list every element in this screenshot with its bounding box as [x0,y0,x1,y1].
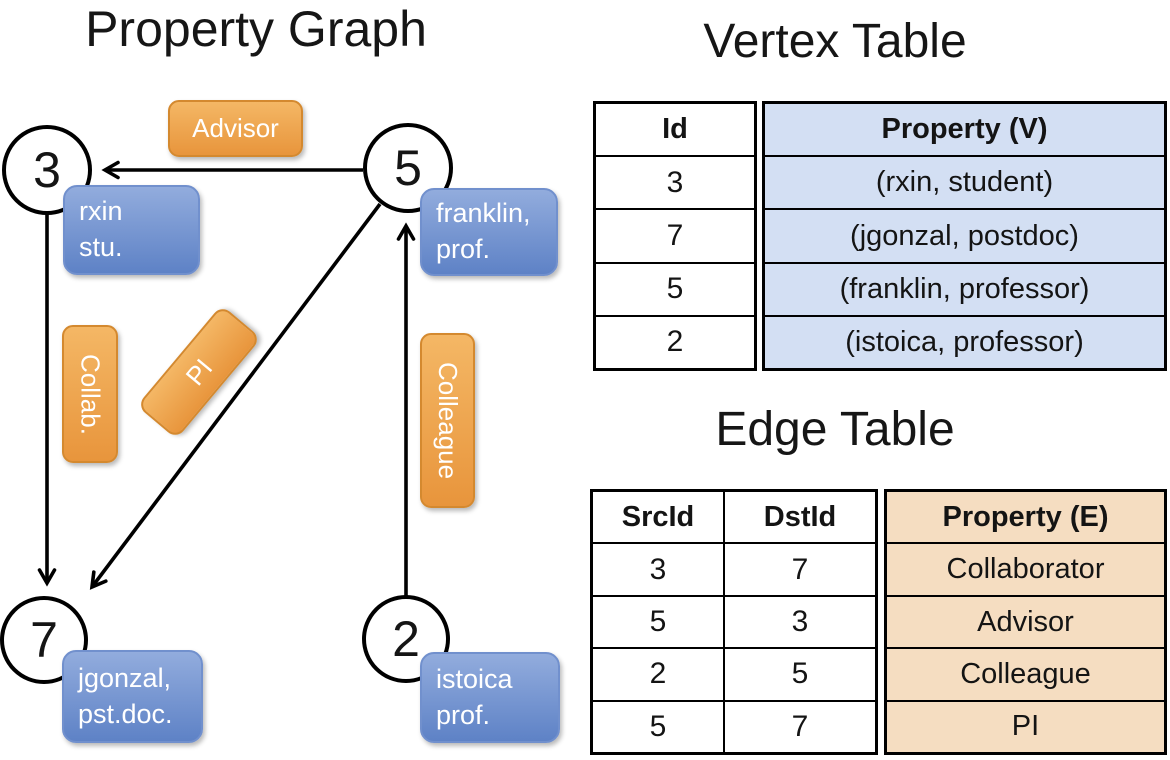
table-cell: PI [887,701,1164,753]
vertex-table: Id 3 7 5 2 Property (V) (rxin, student) … [593,101,1167,371]
table-cell: Advisor [887,596,1164,650]
edge-table-property-column: Property (E) Collaborator Advisor Collea… [884,489,1167,755]
vertex-label-line: pst.doc. [78,698,173,729]
column-header: DstId [725,492,875,545]
graph-edges-layer [37,160,416,596]
tables-pane: Vertex Table Id 3 7 5 2 Property (V) (rx… [580,0,1170,760]
table-cell: 2 [666,325,684,359]
vertex-label-line: jgonzal, [78,662,172,693]
vertex-id: 5 [394,140,422,196]
vertex-label-7: jgonzal, pst.doc. [62,650,203,743]
vertex-label-line: istoica [436,663,513,694]
vertex-label-line: rxin [79,196,123,227]
table-cell: 5 [725,649,875,702]
column-header: SrcId [593,492,723,545]
table-cell: (franklin, professor) [765,263,1164,317]
edge-table-title: Edge Table [715,403,955,456]
vertex-label-line: franklin, [436,198,531,229]
table-cell: 5 [593,597,723,650]
table-cell: Collaborator [887,544,1164,597]
table-cell: 3 [596,157,754,211]
column-header: Property (E) [887,492,1164,545]
table-cell: (istoica, professor) [765,316,1164,369]
vertex-id: 2 [392,611,420,667]
vertex-label-line: prof. [436,234,491,264]
table-cell: 5 [649,709,667,743]
column-header: Id [596,104,754,158]
vertex-label-2: istoica prof. [420,652,560,743]
edge-table-dst-column: DstId 7 3 5 7 [723,492,875,752]
edge-label-collab: Collab. [62,325,118,463]
table-cell: 7 [596,210,754,264]
table-cell: 3 [593,544,723,597]
edge-table-src-column: SrcId 3 5 2 5 [593,492,723,752]
edge-label-colleague: Colleague [420,333,475,508]
vertex-label-line: stu. [79,232,123,262]
arrow-5-to-7 [89,202,382,590]
vertex-label-line: prof. [436,699,491,730]
property-graph-diagram: Property Graph 3 5 7 2 Advisor Col [0,0,580,760]
vertex-table-id-column: Id 3 7 5 2 [593,101,757,371]
table-cell: 3 [725,597,875,650]
graph-title: Property Graph [85,1,427,57]
table-cell: 7 [791,709,809,743]
vertex-label-5: franklin, prof. [420,188,558,276]
table-cell: Colleague [887,649,1164,702]
edge-table: SrcId 3 5 2 5 DstId 7 3 5 7 Property (E)… [590,489,1167,755]
table-cell: 5 [596,264,754,317]
table-cell: 7 [725,544,875,597]
table-cell: (jgonzal, postdoc) [765,210,1164,264]
vertex-table-property-column: Property (V) (rxin, student) (jgonzal, p… [762,101,1167,371]
vertex-table-title: Vertex Table [703,15,967,68]
vertex-id: 7 [30,612,58,668]
vertex-circle-5: 5 [363,123,453,213]
edge-label-advisor: Advisor [168,100,303,157]
edge-table-id-columns: SrcId 3 5 2 5 DstId 7 3 5 7 [590,489,878,755]
vertex-id: 3 [33,142,61,198]
column-header: Property (V) [765,104,1164,158]
vertex-circle-2: 2 [362,595,450,683]
table-cell: (rxin, student) [765,157,1164,211]
table-cell: 2 [593,649,723,702]
vertex-label-3: rxin stu. [63,185,200,275]
